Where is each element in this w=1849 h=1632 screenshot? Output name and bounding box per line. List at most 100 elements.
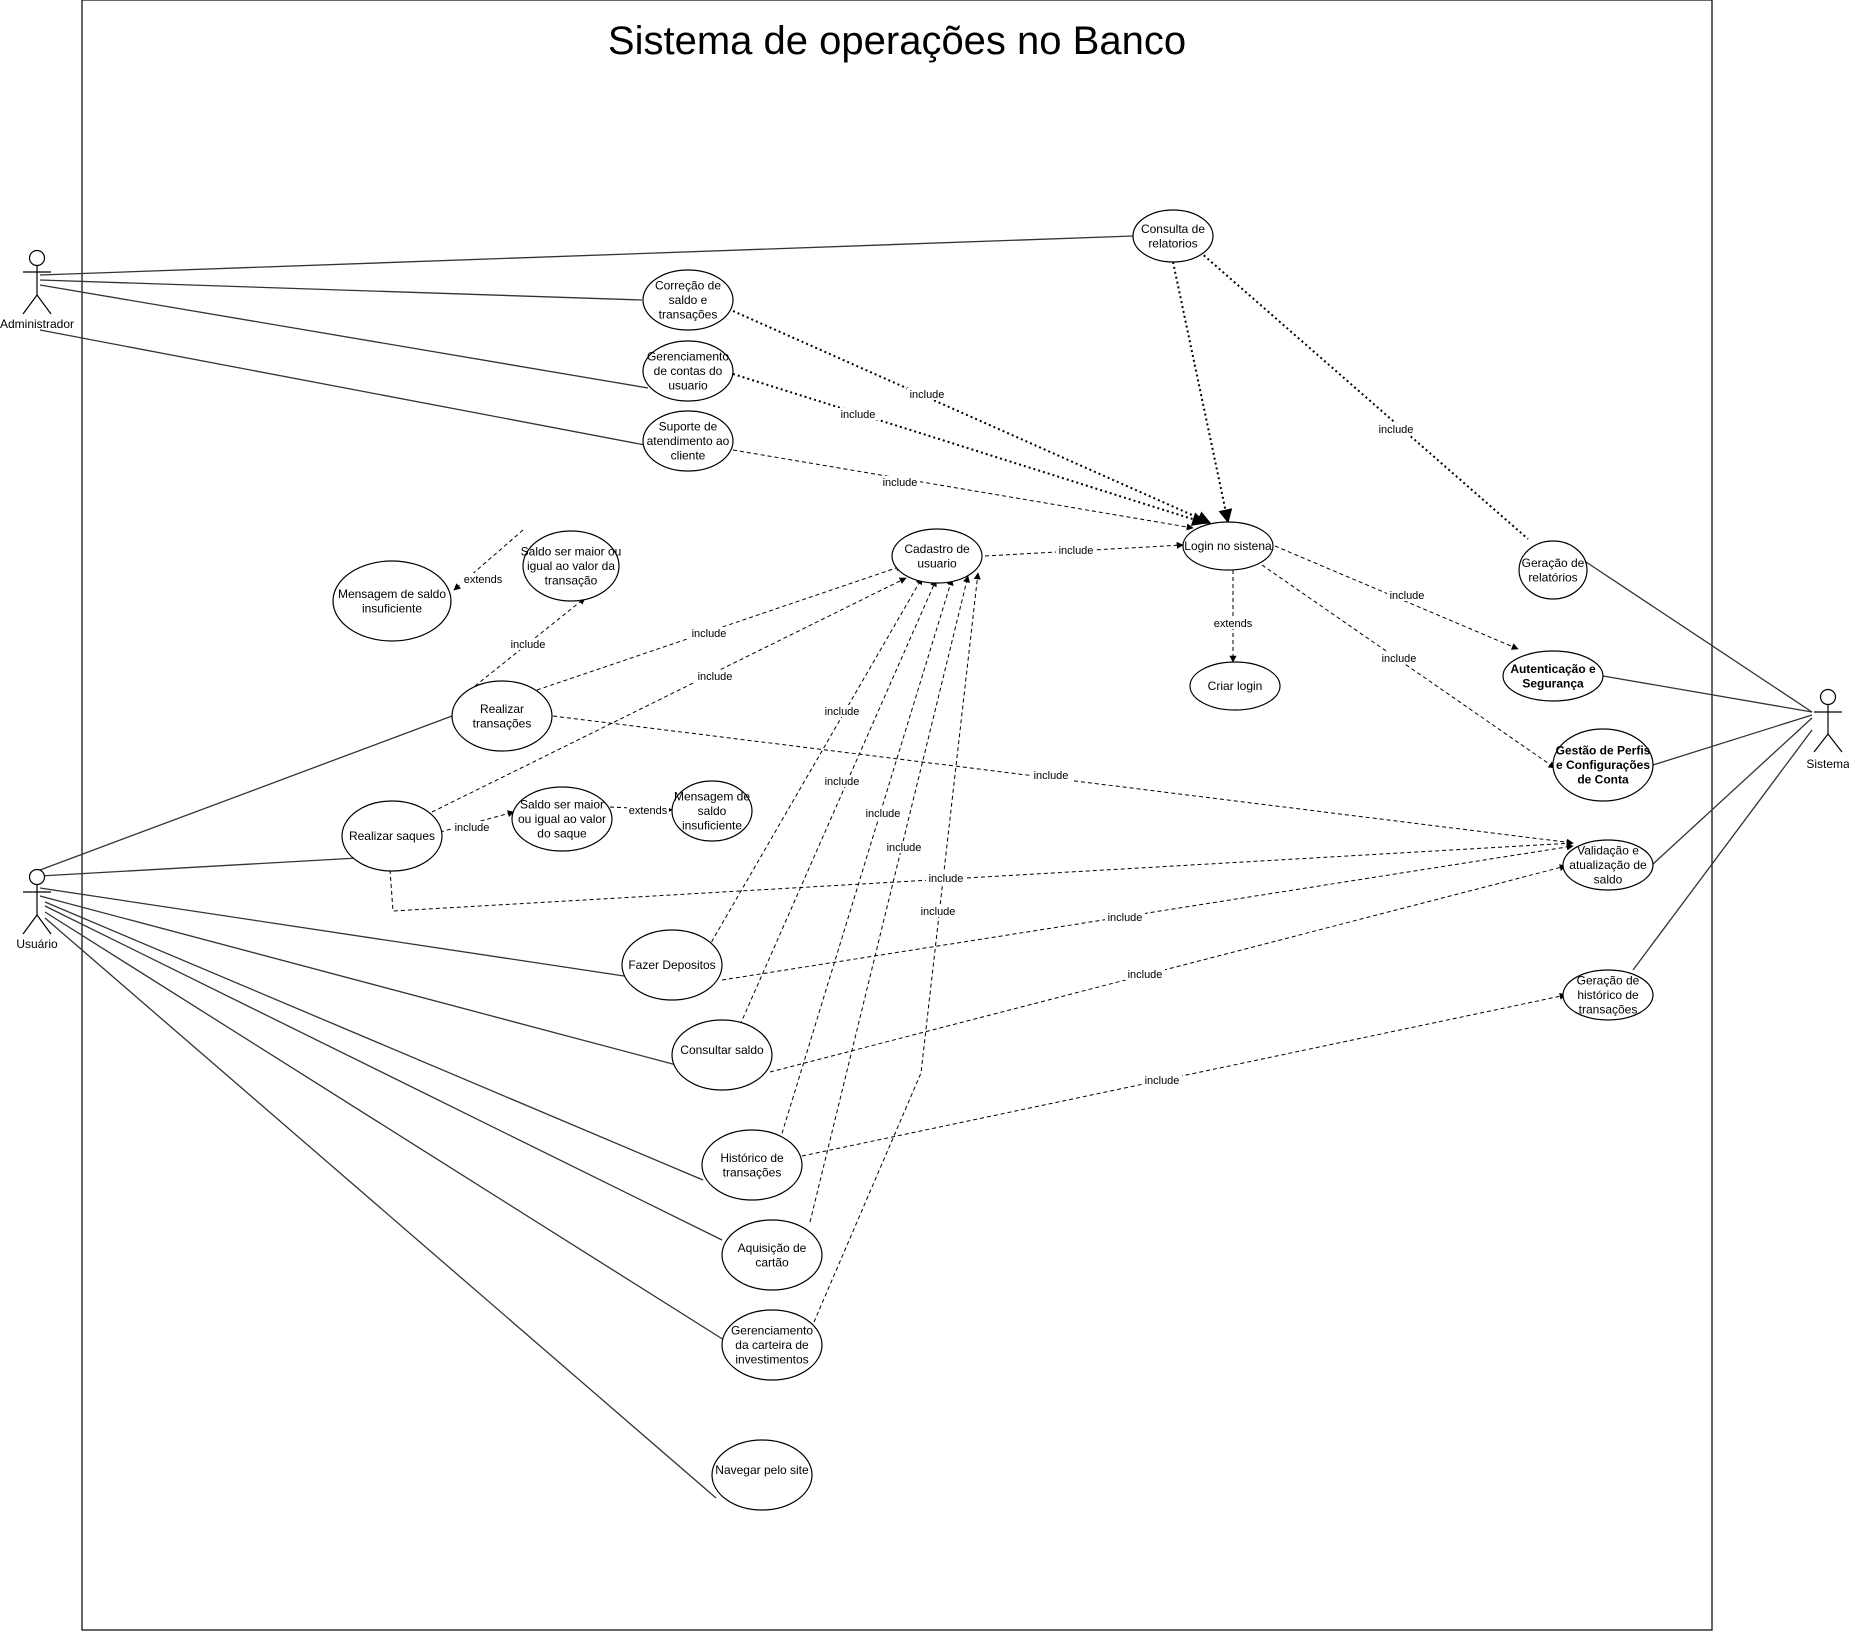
uc-realizar-saques[interactable]: [341, 800, 443, 872]
include-label: include: [698, 671, 733, 683]
uc-login[interactable]: [1182, 521, 1274, 571]
include-label: include: [511, 639, 546, 651]
uc-consulta-relatorios[interactable]: [1132, 209, 1214, 263]
associations: [39, 235, 1813, 1499]
uc-label-autenticacao: Segurança: [1522, 676, 1584, 690]
include-label: include: [866, 808, 901, 820]
uc-label-carteira-investimentos: investimentos: [735, 1353, 808, 1367]
uc-label-consulta-relatorios: relatorios: [1148, 236, 1197, 250]
uc-label-geracao-historico: transações: [1579, 1003, 1638, 1017]
uc-label-validacao-saldo: Validação e: [1577, 844, 1639, 858]
uc-label-geracao-relatorios: Geração de: [1522, 556, 1585, 570]
uc-fazer-depositos[interactable]: [621, 929, 723, 1001]
uc-carteira-investimentos[interactable]: [721, 1309, 823, 1381]
uc-label-saldo-maior-saque: do saque: [537, 827, 587, 841]
uc-label-consultar-saldo: Consultar saldo: [680, 1043, 764, 1057]
actor-administrador[interactable]: [22, 249, 52, 315]
uc-label-saldo-maior-transacao: transação: [545, 574, 598, 588]
uc-label-validacao-saldo: saldo: [1594, 873, 1623, 887]
uc-aquisicao-cartao[interactable]: [721, 1219, 823, 1291]
include-label: include: [910, 389, 945, 401]
uc-label-msg-saldo-1: insuficiente: [362, 601, 422, 615]
uc-consultar-saldo[interactable]: [671, 1019, 773, 1091]
relationship-labels: include include include include include …: [452, 388, 1427, 1087]
uc-label-correcao-saldo: transações: [659, 308, 718, 322]
uc-label-gerenciamento-contas: de contas do: [654, 364, 723, 378]
actor-sistema[interactable]: [1813, 688, 1843, 753]
include-label: include: [825, 706, 860, 718]
uc-label-msg-saldo-2: saldo: [698, 804, 727, 818]
uc-label-geracao-historico: histórico de: [1577, 988, 1639, 1002]
uc-label-saldo-maior-transacao: igual ao valor da: [527, 559, 615, 573]
include-label: include: [887, 842, 922, 854]
uc-label-suporte: cliente: [671, 449, 706, 463]
uc-label-carteira-investimentos: Gerenciamento: [731, 1324, 813, 1338]
include-label: include: [692, 628, 727, 640]
uc-label-suporte: atendimento ao: [647, 434, 730, 448]
uc-label-saldo-maior-saque: Saldo ser maior: [520, 798, 604, 812]
uc-label-historico: transações: [723, 1165, 782, 1179]
extends-label: extends: [1214, 618, 1253, 630]
include-label: include: [1390, 590, 1425, 602]
uc-label-gestao-perfis: Gestão de Perfis: [1556, 744, 1651, 758]
uc-gestao-perfis[interactable]: [1552, 728, 1654, 802]
include-label: include: [1034, 770, 1069, 782]
uc-criar-login[interactable]: [1189, 661, 1281, 711]
uc-label-gestao-perfis: e Configurações: [1556, 758, 1650, 772]
actor-administrador-label: Administrador: [0, 317, 74, 331]
uc-label-consulta-relatorios: Consulta de: [1141, 222, 1205, 236]
system-boundary: [81, 0, 1713, 1631]
uc-label-aquisicao-cartao: Aquisição de: [738, 1241, 807, 1255]
uc-realizar-transacoes[interactable]: [451, 680, 553, 752]
uc-label-suporte: Suporte de: [659, 420, 718, 434]
uc-label-realizar-saques: Realizar saques: [349, 829, 435, 843]
uc-label-fazer-depositos: Fazer Depositos: [628, 958, 715, 972]
extends-label: extends: [629, 805, 668, 817]
include-label: include: [929, 873, 964, 885]
uc-gerenciamento-contas[interactable]: [642, 340, 734, 402]
uc-validacao-saldo[interactable]: [1562, 839, 1654, 891]
include-label: include: [1128, 969, 1163, 981]
uc-historico-transacoes[interactable]: [701, 1129, 803, 1201]
include-label: include: [455, 822, 490, 834]
uc-label-saldo-maior-saque: ou igual ao valor: [518, 812, 606, 826]
include-label: include: [1379, 424, 1414, 436]
uc-saldo-maior-transacao[interactable]: [522, 530, 620, 602]
uc-label-msg-saldo-2: insuficiente: [682, 819, 742, 833]
include-label: include: [1382, 653, 1417, 665]
actor-sistema-label: Sistema: [1806, 757, 1849, 771]
uc-label-cadastro: usuario: [917, 556, 957, 570]
uc-autenticacao-seguranca[interactable]: [1502, 650, 1604, 702]
include-label: include: [1108, 912, 1143, 924]
uc-label-navegar: Navegar pelo site: [715, 1463, 809, 1477]
uc-geracao-relatorios[interactable]: [1518, 540, 1588, 600]
uc-label-realizar-transacoes: Realizar: [480, 702, 524, 716]
uc-label-geracao-historico: Geração de: [1577, 974, 1640, 988]
uc-navegar-site[interactable]: [711, 1439, 813, 1511]
uc-mensagem-saldo-2[interactable]: [671, 780, 753, 842]
include-label: include: [921, 906, 956, 918]
uc-label-gerenciamento-contas: Gerenciamento: [647, 350, 729, 364]
uc-geracao-historico[interactable]: [1562, 969, 1654, 1021]
include-label: include: [1059, 545, 1094, 557]
uc-label-historico: Histórico de: [720, 1151, 784, 1165]
uc-label-login: Login no sistena: [1184, 539, 1272, 553]
uc-mensagem-saldo-1[interactable]: [332, 560, 452, 642]
uc-label-realizar-transacoes: transações: [473, 716, 532, 730]
include-label: include: [841, 409, 876, 421]
uc-cadastro-usuario[interactable]: [891, 528, 983, 584]
actor-usuario[interactable]: [22, 868, 52, 935]
include-label: include: [883, 477, 918, 489]
actor-usuario-label: Usuário: [16, 937, 58, 951]
include-label: include: [825, 776, 860, 788]
diagram-title: Sistema de operações no Banco: [608, 19, 1186, 63]
uc-label-gerenciamento-contas: usuario: [668, 379, 708, 393]
uc-label-msg-saldo-2: Mensagem de: [674, 790, 750, 804]
uc-label-aquisicao-cartao: cartão: [755, 1255, 789, 1269]
uc-label-correcao-saldo: saldo e: [669, 293, 708, 307]
uc-correcao-saldo[interactable]: [642, 269, 734, 331]
uc-suporte-atendimento[interactable]: [642, 410, 734, 472]
uc-saldo-maior-saque[interactable]: [511, 786, 613, 852]
